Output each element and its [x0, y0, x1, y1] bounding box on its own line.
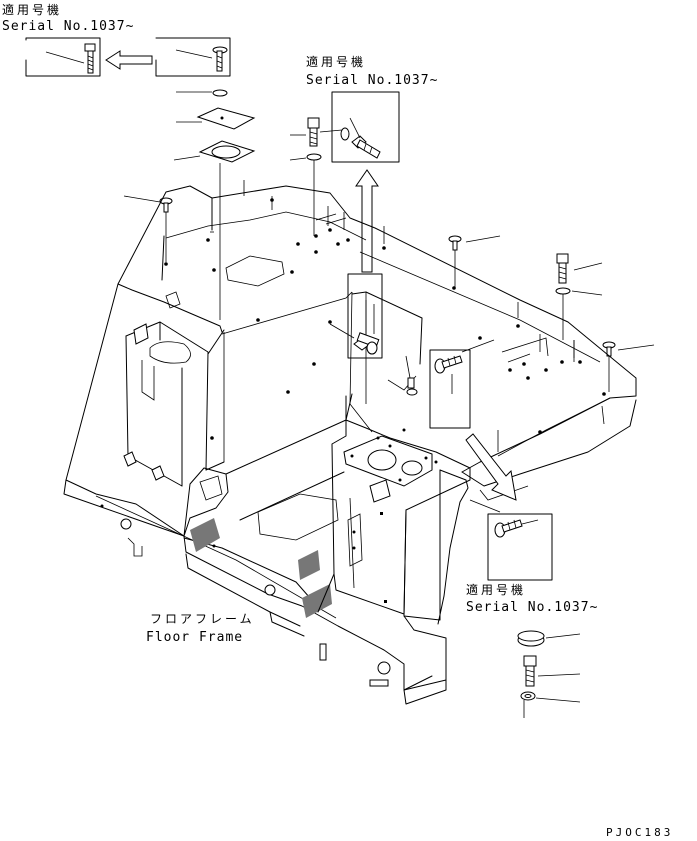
- cover-stack: [173, 89, 256, 320]
- right-button-bolt-2: [602, 341, 655, 392]
- diagonal-arrow: [465, 433, 517, 501]
- part-label-jp: フロアフレーム: [150, 612, 255, 626]
- serial-inset-right: [487, 513, 553, 581]
- serial-note-1-en: Serial No.1037~: [2, 19, 134, 34]
- serial-note-3-jp: 適用号機: [466, 582, 526, 597]
- serial-inset-old-bolt: [155, 37, 231, 77]
- drawing-code: PJOC183: [606, 826, 673, 839]
- center-small-washer: [405, 355, 418, 396]
- serial-note-1-jp: 適用号機: [2, 2, 62, 17]
- up-arrow: [355, 169, 379, 273]
- serial-note-2-en: Serial No.1037~: [306, 73, 438, 88]
- floor-frame: [63, 180, 637, 705]
- center-bolt-washer: [289, 117, 322, 236]
- deck-holes: [164, 198, 606, 440]
- right-washer: [555, 287, 603, 340]
- serial-note-3-en: Serial No.1037~: [466, 600, 598, 615]
- serial-inset-center: [319, 91, 400, 163]
- replacement-arrow: [105, 50, 153, 70]
- bottom-right-stack: [517, 630, 581, 718]
- callout-box-right: [429, 339, 495, 429]
- serial-note-2-jp: 適用号機: [306, 54, 366, 69]
- serial-inset-new-bolt: [25, 37, 101, 77]
- right-hex-bolt: [556, 253, 603, 284]
- left-button-bolt: [123, 195, 173, 262]
- part-label-en: Floor Frame: [146, 630, 243, 645]
- callout-box-center: [329, 273, 383, 359]
- right-button-bolt-1: [448, 235, 501, 288]
